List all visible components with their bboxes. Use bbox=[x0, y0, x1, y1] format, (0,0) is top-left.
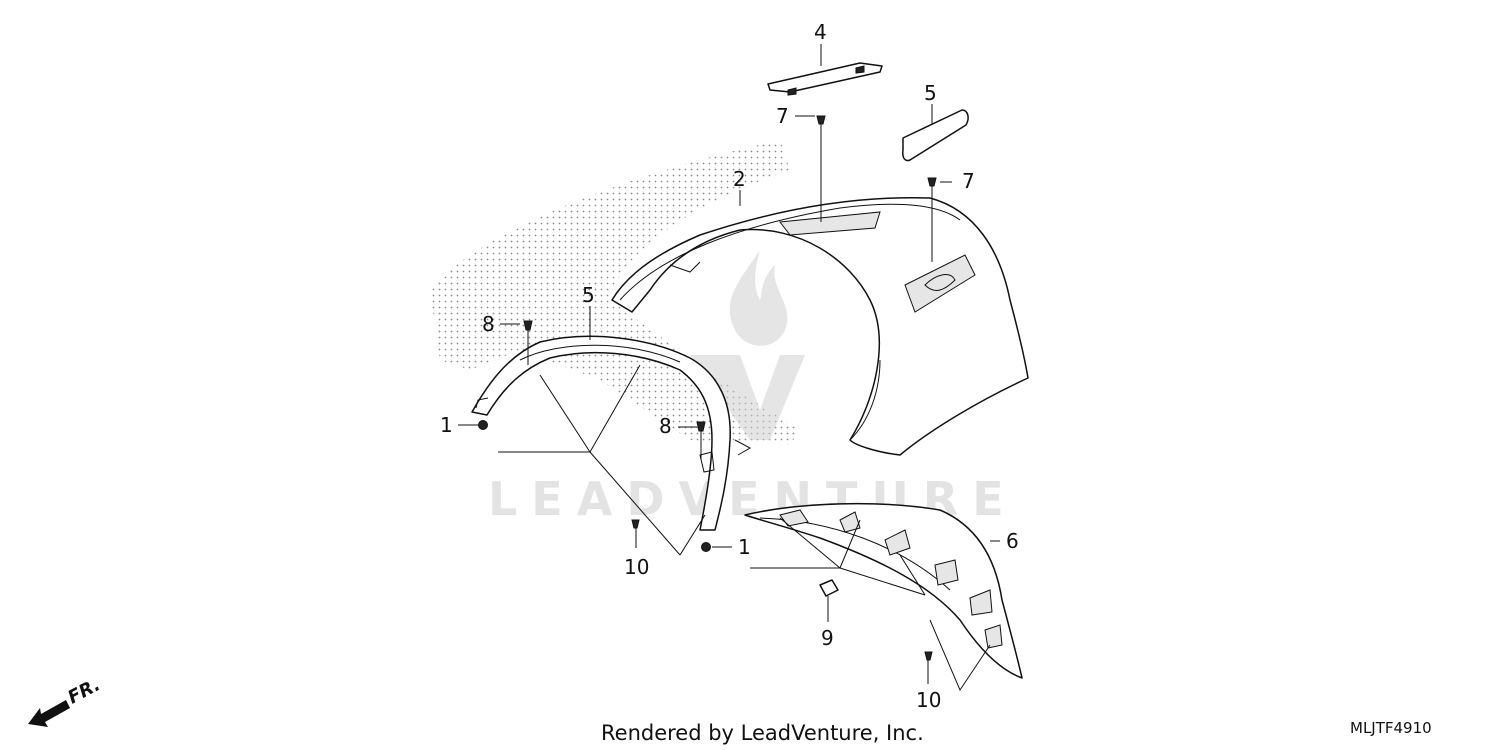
part-3-top-garnish bbox=[767, 62, 883, 96]
callouts: 4 7 5 7 2 5 8 1 8 1 10 6 9 10 bbox=[440, 20, 1019, 712]
watermark-logo bbox=[690, 250, 805, 440]
fasteners bbox=[478, 115, 937, 661]
callout-6: 6 bbox=[1006, 529, 1019, 553]
callout-10-left: 10 bbox=[624, 555, 649, 579]
callout-8-left: 8 bbox=[482, 312, 495, 336]
callout-1-left: 1 bbox=[440, 413, 453, 437]
part-10-screw-a bbox=[631, 519, 640, 529]
part-4-frame-rail bbox=[471, 335, 752, 531]
callout-2: 2 bbox=[733, 167, 746, 191]
callout-7-top: 7 bbox=[776, 104, 789, 128]
part-1-nut-b bbox=[701, 542, 711, 552]
callout-3: 4 bbox=[814, 20, 827, 44]
callout-1-right: 1 bbox=[738, 535, 751, 559]
part-5-side-garnish bbox=[902, 109, 969, 162]
part-8-bolt-a bbox=[523, 320, 533, 331]
part-7-screw-a bbox=[816, 115, 826, 125]
part-1-nut-a bbox=[478, 420, 488, 430]
callout-8-right: 8 bbox=[659, 414, 672, 438]
render-credit: Rendered by LeadVenture, Inc. bbox=[601, 721, 924, 745]
callout-7-side: 7 bbox=[962, 169, 975, 193]
part-6-inner-panel bbox=[744, 502, 1023, 679]
fr-label: FR. bbox=[64, 674, 103, 708]
callout-4: 5 bbox=[582, 283, 595, 307]
front-arrow-icon bbox=[28, 700, 70, 727]
callout-5: 5 bbox=[924, 81, 937, 105]
diagram-code: MLJTF4910 bbox=[1350, 719, 1432, 737]
part-7-screw-b bbox=[927, 177, 937, 187]
part-8-bolt-b bbox=[696, 421, 706, 432]
part-2-trunk-cover bbox=[611, 196, 1029, 456]
front-direction-indicator: FR. bbox=[28, 674, 104, 727]
callout-9: 9 bbox=[821, 626, 834, 650]
callout-10-right: 10 bbox=[916, 688, 941, 712]
part-10-screw-b bbox=[924, 651, 933, 661]
leader-lines bbox=[458, 44, 1000, 692]
part-9-clip bbox=[819, 579, 839, 597]
